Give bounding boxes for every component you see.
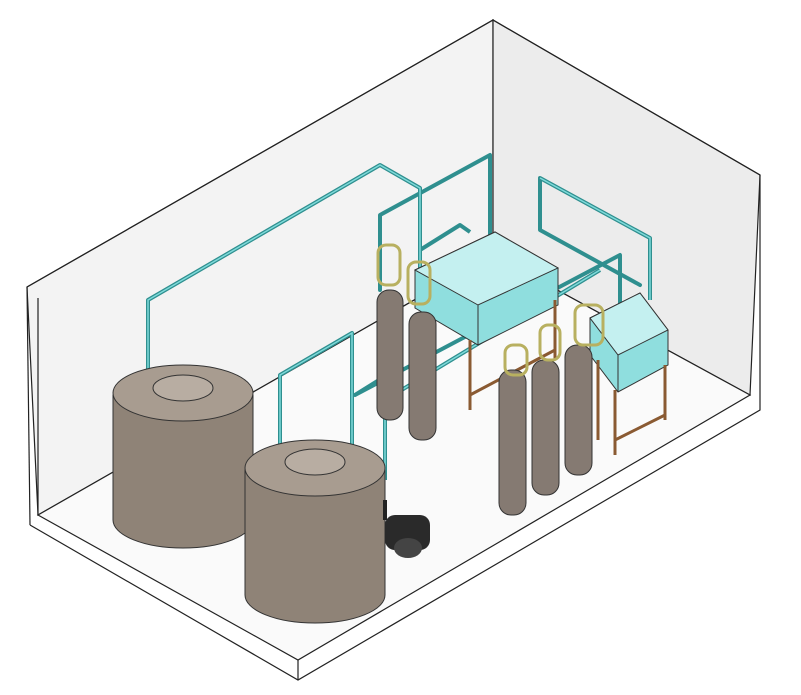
top-edge [26, 19, 761, 288]
outer-bottom-edge [29, 175, 761, 681]
filter-cylinders [376, 289, 593, 516]
pump [383, 500, 430, 558]
storage-tank-1 [112, 364, 254, 549]
left-edge [26, 286, 31, 526]
valves [376, 243, 605, 377]
treatment-tank-2 [589, 292, 669, 455]
treatment-tank-1 [413, 231, 560, 410]
storage-tank-2 [244, 439, 386, 624]
